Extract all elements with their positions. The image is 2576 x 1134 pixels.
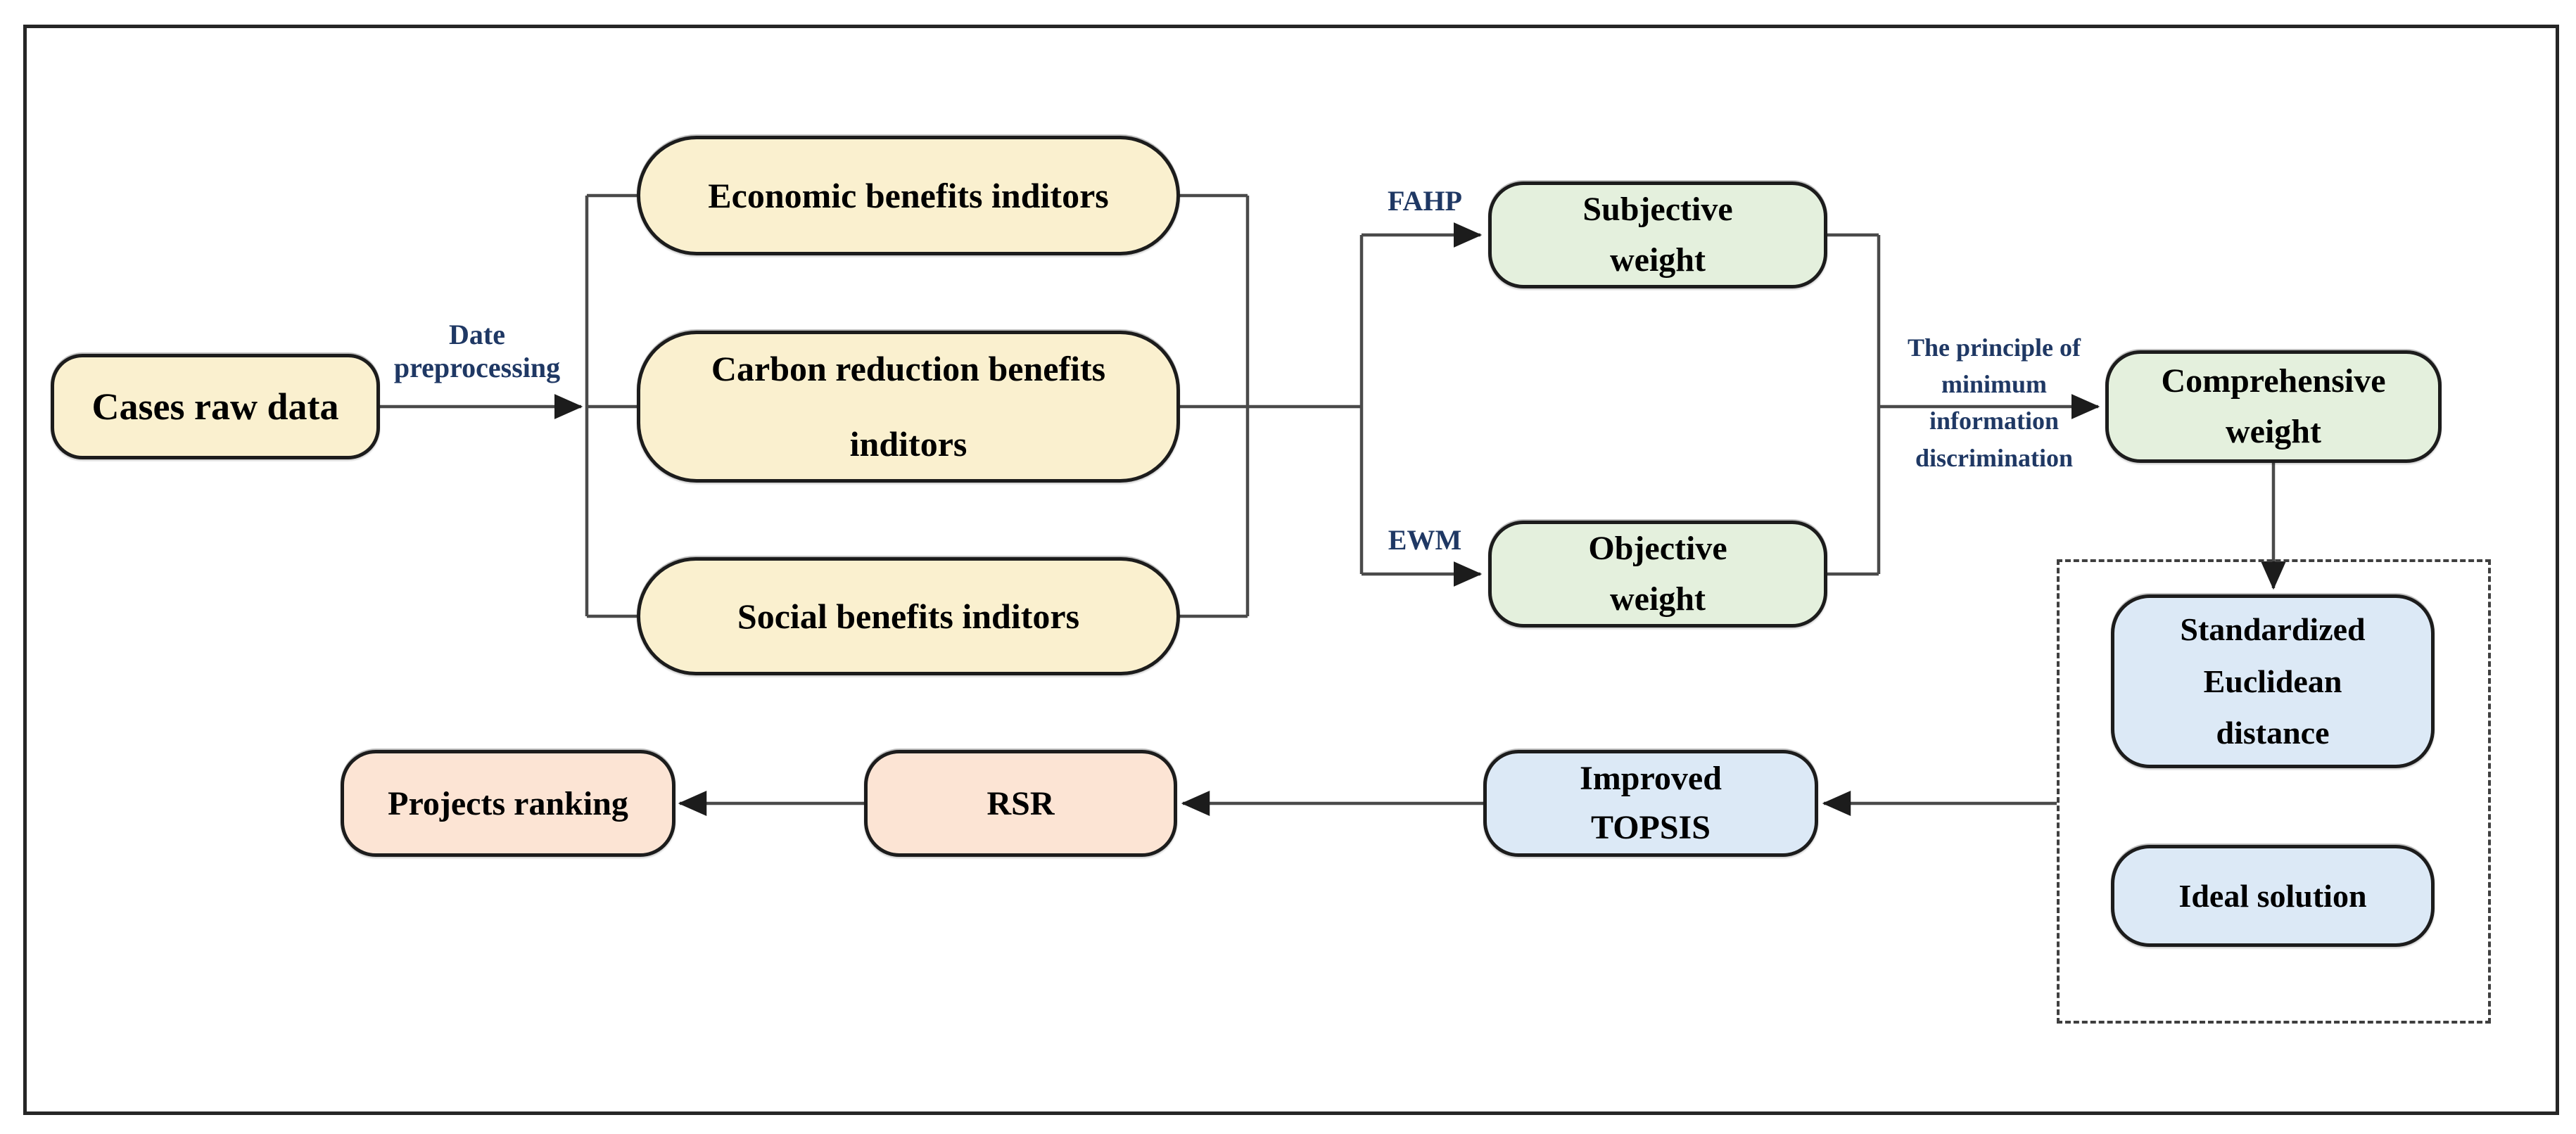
node-improved-topsis: Improved TOPSIS [1483,750,1818,857]
edge-label-fahp: FAHP [1388,185,1462,217]
topsis-inputs-dashed-group [2057,559,2491,1024]
node-subjective-weight: Subjective weight [1488,181,1827,288]
node-social-benefits-indicators: Social benefits inditors [637,557,1180,675]
node-projects-ranking: Projects ranking [341,750,675,857]
node-standardized-euclidean-distance: Standardized Euclidean distance [2111,594,2435,768]
edge-label-ewm: EWM [1388,524,1462,556]
node-ideal-solution: Ideal solution [2111,845,2435,947]
diagram-border [23,25,2559,1115]
node-comprehensive-weight: Comprehensive weight [2105,350,2442,463]
node-carbon-reduction-benefits-indicators: Carbon reduction benefits inditors [637,331,1180,483]
node-cases-raw-data: Cases raw data [51,354,380,459]
node-objective-weight: Objective weight [1488,521,1827,627]
node-rsr: RSR [864,750,1177,857]
edge-label-principle-minimum-information-discrimination: The principle of minimum information dis… [1907,333,2081,472]
edge-label-date-preprocessing: Date preprocessing [393,319,561,384]
node-economic-benefits-indicators: Economic benefits inditors [637,136,1180,255]
